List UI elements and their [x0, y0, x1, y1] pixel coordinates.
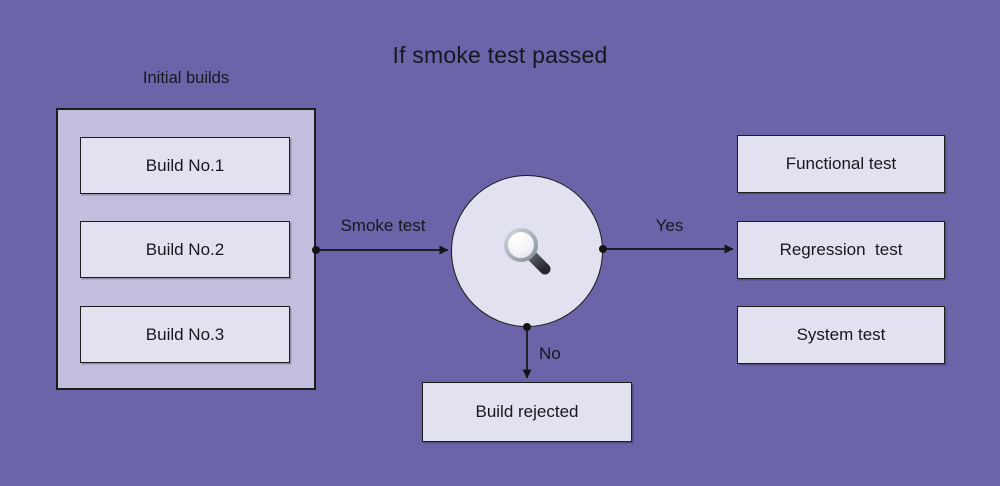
diagram-title: If smoke test passed [392, 42, 608, 68]
no-edge-label: No [539, 344, 561, 363]
initial-builds-label: Initial builds [142, 69, 230, 87]
system-test-node: System test [737, 306, 945, 364]
smoke-test-decision-node [451, 175, 603, 327]
yes-edge-label: Yes [655, 216, 684, 235]
functional-test-node: Functional test [737, 135, 945, 193]
build-rejected-node: Build rejected [422, 382, 632, 442]
smoke-test-edge-label: Smoke test [340, 216, 426, 235]
build-2-node: Build No.2 [80, 221, 290, 278]
regression-test-node: Regression test [737, 221, 945, 279]
magnifying-glass-icon [504, 228, 551, 275]
initial-builds-group: Build No.1 Build No.2 Build No.3 [56, 108, 316, 390]
build-3-node: Build No.3 [80, 306, 290, 363]
build-1-node: Build No.1 [80, 137, 290, 194]
